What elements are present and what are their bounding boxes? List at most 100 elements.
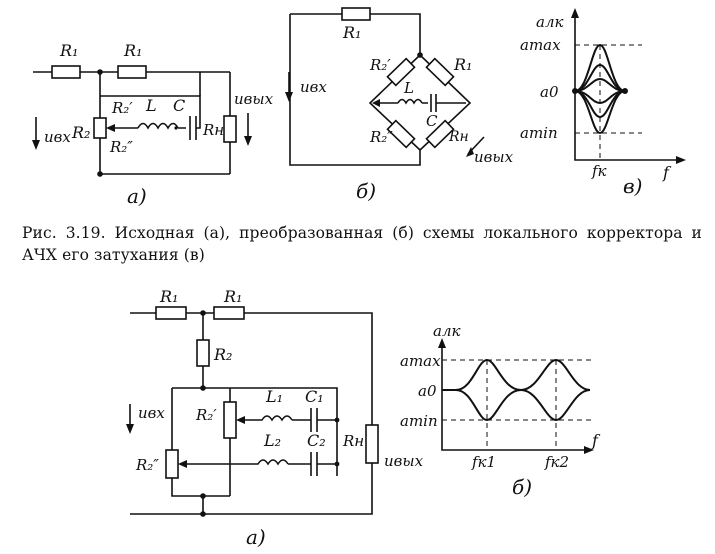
lc-bridge-branch [376, 94, 466, 112]
resistor-r2-prime-2 [223, 401, 237, 439]
resistor-r2 [93, 117, 107, 139]
tick-f-k1: fк1 [471, 453, 496, 471]
response-curve-k1 [455, 358, 522, 391]
node-left-v [572, 88, 578, 94]
label-r1-top: R₁ [342, 23, 361, 42]
resistor-r1-left-2 [155, 306, 187, 320]
subfigure-label-b: б) [356, 179, 376, 203]
label-rn: Rн [448, 129, 469, 145]
u-in-arrow-2 [126, 424, 134, 434]
x-axis-label: f [662, 163, 672, 182]
response-curve [574, 90, 626, 105]
label-rn-2: Rн [342, 432, 364, 450]
label-u-in-2: uвх [138, 404, 165, 422]
resistor-rn-2 [365, 424, 379, 464]
label-r2: R₂ [71, 123, 90, 142]
label-r2-double-prime: R₂″ [369, 128, 393, 146]
response-curve [574, 90, 626, 135]
curves-v [574, 43, 626, 135]
label-r2-2: R₂ [213, 345, 232, 364]
label-r2-double-prime: R₂″ [109, 138, 133, 156]
lc-branch-2 [183, 452, 337, 476]
label-r2-double-prime-2: R₂″ [135, 456, 159, 474]
label-r2-prime-2: R₂′ [195, 406, 217, 424]
schematic-b: R₁ R₂′ R₁ L C R₂″ Rн uвх uвых б) [285, 7, 514, 203]
label-r2-prime: R₂′ [369, 56, 391, 74]
resistor-r1-top [341, 7, 371, 21]
subfigure-label-2a: а) [246, 525, 266, 549]
resistor-rn [425, 119, 455, 149]
label-l: L [145, 96, 157, 115]
lc-branch [100, 95, 201, 140]
y-axis-label-2b: aлк [433, 322, 460, 340]
label-l2: L₂ [263, 431, 281, 450]
label-rn: Rн [202, 121, 224, 139]
tick-a-min: amin [520, 124, 558, 142]
response-curve [574, 90, 626, 119]
slider-arrow [106, 124, 115, 132]
y-axis-label: aлк [536, 13, 563, 31]
label-c: C [426, 112, 438, 130]
u-out-arrow-b [466, 147, 474, 157]
response-curve-k1 [455, 389, 522, 422]
u-in-arrow [32, 140, 40, 150]
label-c1: C₁ [305, 387, 324, 406]
chart-v: aлк amax a0 amin fк f в) [520, 8, 686, 198]
label-r1-left-2: R₁ [159, 287, 178, 306]
label-r1-right: R₁ [453, 55, 472, 74]
tick-a-max-2b: amax [400, 352, 441, 370]
label-c: C [173, 96, 185, 115]
response-curve-k2 [520, 389, 591, 422]
tick-f-k: fк [591, 162, 607, 180]
tick-a-max: amax [520, 36, 561, 54]
resistor-r2-double-prime-2 [165, 449, 179, 479]
axes-2b [441, 346, 588, 451]
u-out-arrow [244, 136, 252, 146]
label-u-in: uвх [300, 78, 327, 96]
label-c2: C₂ [307, 431, 326, 450]
resistor-r1-right-2 [213, 306, 245, 320]
axes-v [574, 15, 680, 161]
subfigure-label-2b: б) [512, 475, 532, 499]
subfigure-label-v: в) [623, 174, 642, 198]
resistor-rn [223, 115, 237, 143]
subfigure-label-a: а) [127, 184, 147, 208]
label-r1-right-2: R₁ [223, 287, 242, 306]
response-curve [574, 43, 626, 92]
label-l: L [403, 79, 414, 97]
label-r1-right: R₁ [123, 41, 142, 60]
resistor-r1-right [425, 57, 455, 87]
resistor-r2-double-prime [386, 119, 416, 149]
label-l1: L₁ [265, 387, 283, 406]
curves-2b [442, 358, 591, 422]
schematic-a: R₁ R₁ R₂ R₂′ R₂″ L C Rн uвх uвых а) [32, 41, 274, 208]
tick-a-0-2b: a0 [418, 382, 437, 400]
response-curve-k2 [520, 358, 591, 391]
label-u-in: uвх [44, 128, 71, 146]
resistor-r1-left [51, 65, 81, 79]
response-curve [574, 77, 626, 92]
label-u-out: uвых [474, 148, 514, 166]
label-u-out-2: uвых [384, 452, 424, 470]
resistor-r2-prime [386, 57, 416, 87]
tick-a-0: a0 [540, 83, 559, 101]
u-in-arrow-b [285, 92, 293, 102]
x-axis-label-2b: f [591, 431, 601, 450]
tick-f-k2: fк2 [544, 453, 569, 471]
label-r1-left: R₁ [59, 41, 78, 60]
lc-branch-1 [241, 408, 337, 432]
resistor-r1-right [117, 65, 147, 79]
label-r2-prime: R₂′ [111, 99, 133, 117]
resistor-r2-2 [196, 339, 210, 367]
bridge-diamond [368, 53, 472, 152]
chart-2b: aлк amax a0 amin fк1 fк2 f б) [400, 322, 601, 499]
reference-lines-2b [442, 359, 595, 450]
figure-caption: Рис. 3.19. Исходная (а), преобразованная… [22, 224, 702, 264]
node-right-v [622, 88, 628, 94]
label-u-out: uвых [234, 90, 274, 108]
response-curve [574, 63, 626, 92]
tick-a-min-2b: amin [400, 412, 438, 430]
schematic-2a: R₁ R₁ R₂ R₂′ R₂″ L₁ C₁ L₂ C₂ Rн uвх uвых… [126, 287, 424, 549]
